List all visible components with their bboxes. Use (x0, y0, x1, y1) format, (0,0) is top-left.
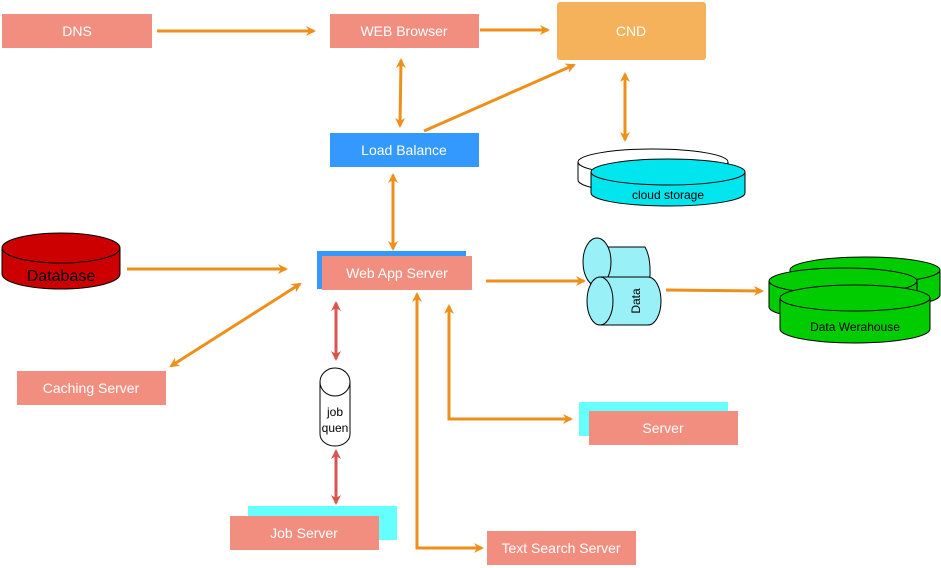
database-cylinder[interactable]: Database (1, 232, 121, 290)
cloud-storage-cylinder[interactable]: cloud storage (577, 148, 746, 207)
job-queue-cylinder[interactable]: job quen (319, 367, 351, 447)
cnd-box[interactable]: CND (557, 2, 706, 60)
data-cylinder[interactable]: Data (582, 237, 662, 326)
job-server-box[interactable]: Job Server (230, 506, 397, 550)
load-balance-box[interactable]: Load Balance (330, 133, 479, 167)
arrow-server-webapp (444, 304, 573, 424)
dns-box[interactable]: DNS (2, 14, 152, 48)
data-warehouse-label: Data Werahouse (810, 320, 900, 334)
job-queue-label-line1: job (326, 405, 343, 419)
arrow-loadbalance-to-cnd (423, 63, 576, 133)
text-search-server-box[interactable]: Text Search Server (487, 531, 636, 565)
data-warehouse-cylinder[interactable]: Data Werahouse (768, 256, 941, 344)
job-server-label: Job Server (270, 525, 338, 541)
caching-server-box[interactable]: Caching Server (17, 371, 166, 405)
arrow-browser-loadbalance (395, 58, 406, 128)
server-box[interactable]: Server (579, 402, 738, 445)
load-balance-label: Load Balance (361, 142, 447, 158)
database-label: Database (27, 268, 96, 285)
connectors (127, 25, 764, 553)
job-queue-label-line2: quen (322, 421, 349, 435)
server-label: Server (642, 420, 684, 436)
web-browser-label: WEB Browser (360, 23, 447, 39)
arrow-caching-webapp (169, 282, 302, 368)
arrow-textsearch-webapp (412, 292, 484, 553)
text-search-server-label: Text Search Server (501, 540, 620, 556)
data-label: Data (629, 288, 643, 314)
web-app-server-label: Web App Server (346, 265, 448, 281)
cloud-storage-label: cloud storage (632, 188, 704, 202)
dns-label: DNS (62, 23, 92, 39)
web-app-server-box[interactable]: Web App Server (317, 251, 472, 290)
arrow-data-to-warehouse (665, 285, 764, 296)
caching-server-label: Caching Server (43, 380, 140, 396)
cnd-label: CND (616, 23, 646, 39)
web-browser-box[interactable]: WEB Browser (330, 14, 479, 48)
